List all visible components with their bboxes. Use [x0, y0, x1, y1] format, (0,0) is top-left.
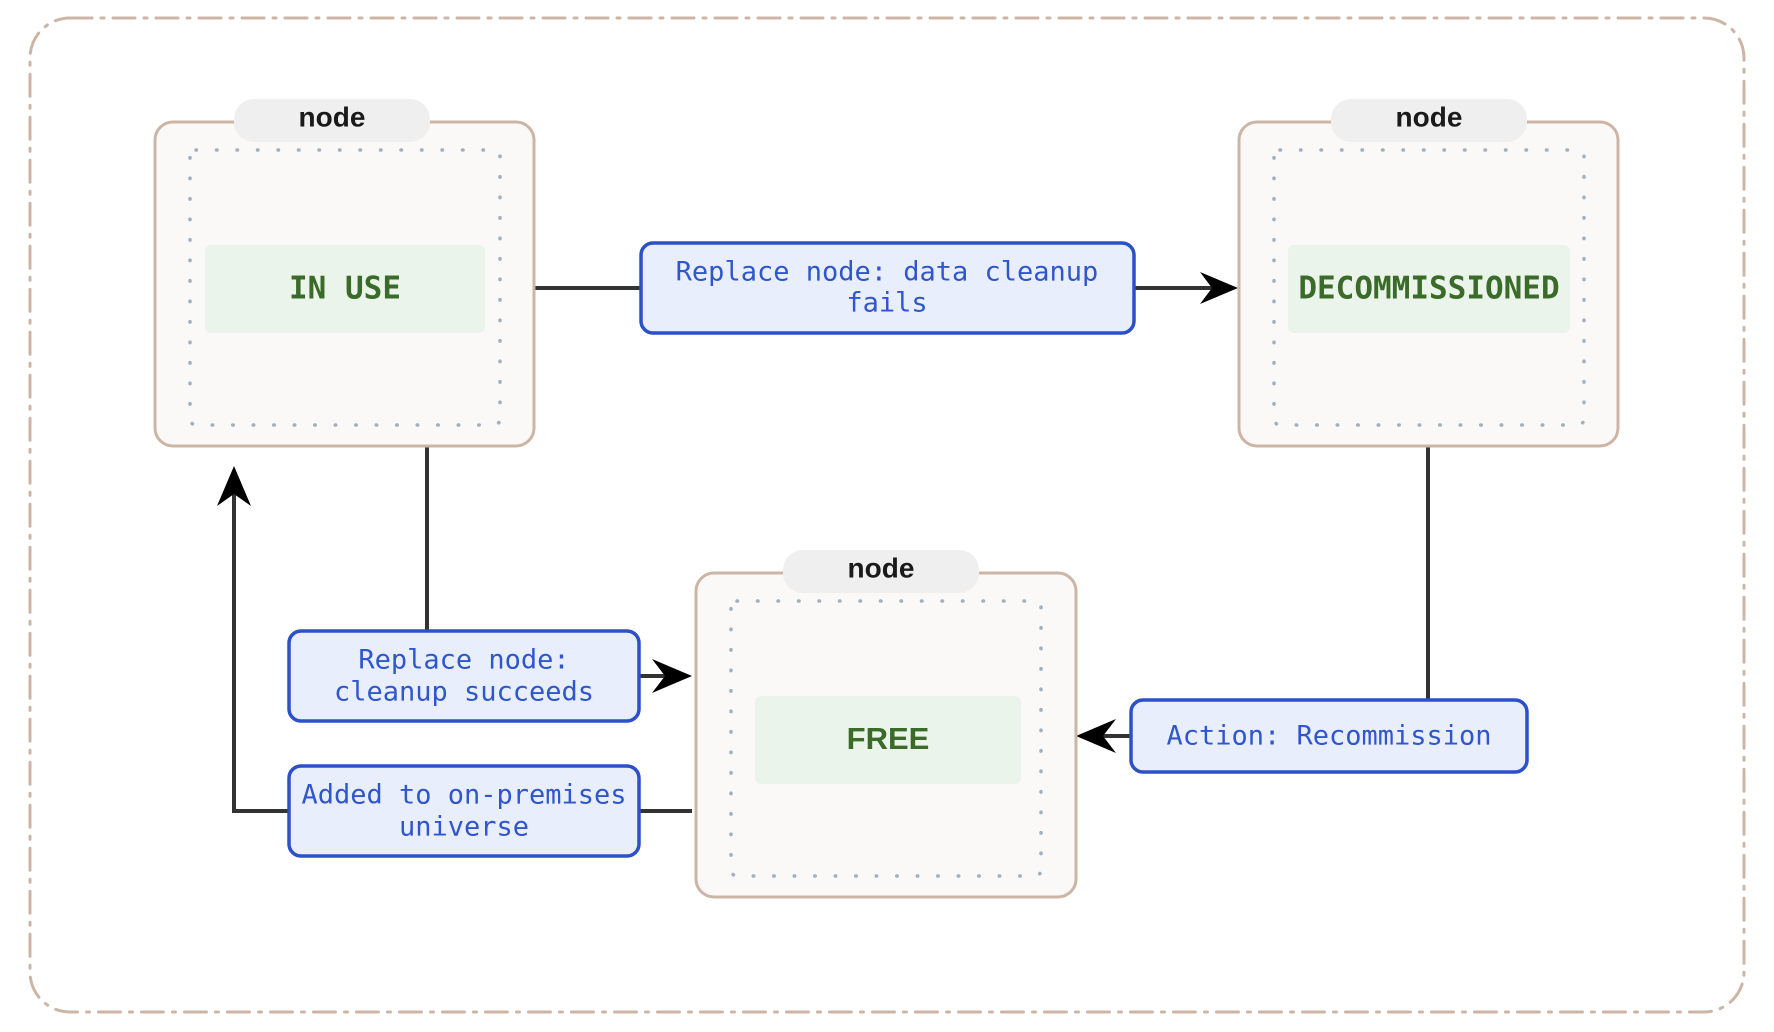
- node-tab: [783, 550, 979, 593]
- edge-label-line-1: Added to on-premises: [301, 780, 626, 811]
- node-tab: [1331, 99, 1527, 142]
- edge-in-use-to-free: [425, 446, 692, 693]
- node-tab-label-free: node: [848, 552, 915, 583]
- edge-label-box: [639, 241, 1136, 335]
- edge-label-line-1: Replace node:: [358, 645, 569, 676]
- arrowhead-icon: [1076, 719, 1116, 753]
- edge-label-in-use-to-decommissioned[interactable]: Replace node: data cleanup fails: [639, 241, 1136, 335]
- state-chip: [755, 696, 1021, 784]
- edge-label-box: [1129, 698, 1529, 774]
- edge-label-box: [287, 764, 641, 858]
- edge-label-decommissioned-to-free[interactable]: Action: Recommission: [1129, 698, 1529, 774]
- state-label-decommissioned: DECOMMISSIONED: [1298, 271, 1559, 307]
- edge-label-line-2: fails: [846, 288, 927, 319]
- arrowhead-icon: [652, 659, 692, 693]
- state-node-decommissioned[interactable]: DECOMMISSIONED node: [1237, 99, 1620, 448]
- arrowhead-icon: [1200, 272, 1238, 304]
- edge-label-box: [287, 629, 641, 723]
- state-chip: [1288, 245, 1570, 333]
- edge-label-line-2: cleanup succeeds: [334, 677, 594, 708]
- edge-label-line-1: Action: Recommission: [1166, 721, 1491, 752]
- node-tab: [234, 99, 430, 142]
- node-tab-label-in-use: node: [299, 101, 366, 132]
- node-tab-label-decommissioned: node: [1396, 101, 1463, 132]
- state-label-in-use: IN USE: [289, 271, 401, 307]
- edge-in-use-to-decommissioned: [534, 272, 1238, 304]
- edge-label-free-to-in-use[interactable]: Added to on-premises universe: [287, 764, 641, 858]
- state-node-free[interactable]: FREE node: [694, 550, 1078, 899]
- edge-label-in-use-to-free[interactable]: Replace node: cleanup succeeds: [287, 629, 641, 723]
- edge-free-to-in-use: [217, 466, 692, 813]
- state-chip: [205, 245, 485, 333]
- state-label-free: FREE: [847, 721, 930, 756]
- outer-frame: [28, 16, 1746, 1014]
- edge-label-line-2: universe: [399, 812, 529, 843]
- edge-label-line-1: Replace node: data cleanup: [676, 257, 1099, 288]
- arrowhead-icon: [217, 466, 251, 506]
- state-node-in-use[interactable]: IN USE node: [153, 99, 536, 448]
- edge-decommissioned-to-free: [1076, 446, 1430, 753]
